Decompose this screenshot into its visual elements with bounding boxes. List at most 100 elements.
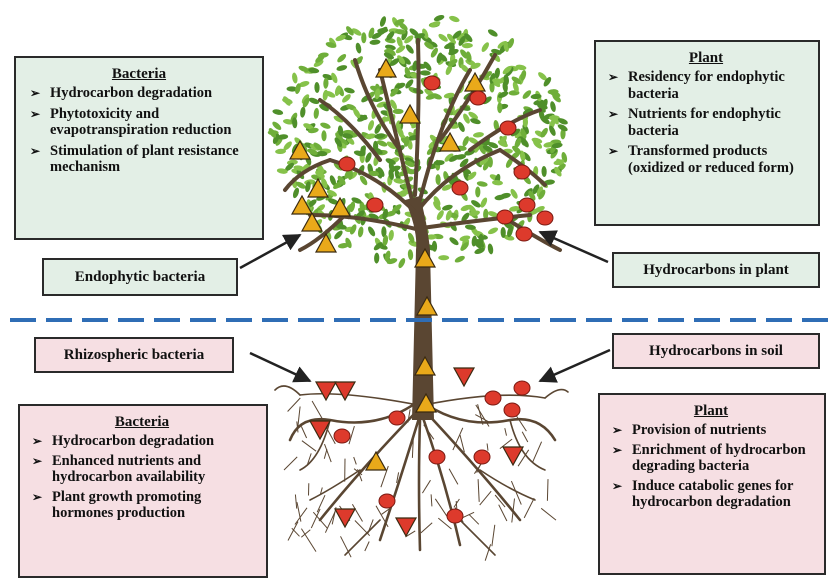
arrow-icon — [250, 353, 310, 381]
list-item: Transformed products (oxidized or reduce… — [604, 143, 808, 176]
circle-marker-icon — [447, 509, 463, 523]
leaf-icon — [374, 253, 380, 264]
root-hair — [541, 508, 556, 520]
list-item: Hydrocarbon degradation — [26, 85, 252, 102]
circle-marker-icon — [497, 210, 513, 224]
leaf-icon — [404, 43, 415, 55]
leaf-icon — [441, 204, 453, 212]
leaf-icon — [300, 106, 307, 118]
root — [545, 390, 568, 398]
root-hair — [352, 504, 362, 521]
root-hair — [469, 514, 479, 524]
leaf-icon — [476, 180, 488, 187]
leaf-icon — [393, 109, 404, 114]
root — [419, 420, 420, 550]
root-hair — [376, 506, 388, 527]
circle-marker-icon — [424, 76, 440, 90]
leaf-icon — [420, 70, 431, 76]
root-hair — [317, 495, 325, 512]
root-hair — [533, 442, 542, 463]
list-item: Provision of nutrients — [608, 422, 814, 439]
root-hair — [499, 505, 507, 521]
root-hair — [505, 428, 507, 435]
bottom-right-list: Provision of nutrients Enrichment of hyd… — [608, 422, 814, 511]
top-left-title: Bacteria — [26, 66, 252, 83]
root-hair — [284, 457, 297, 470]
inverted-triangle-marker-icon — [316, 382, 336, 400]
leaf-icon — [437, 32, 449, 43]
root-hair — [354, 457, 357, 464]
list-item: Residency for endophytic bacteria — [604, 69, 808, 102]
leaf-icon — [291, 72, 298, 84]
bottom-left-list: Hydrocarbon degradation Enhanced nutrien… — [28, 433, 256, 522]
circle-marker-icon — [452, 181, 468, 195]
inverted-triangle-marker-icon — [335, 509, 355, 527]
leaf-icon — [549, 101, 557, 113]
circle-marker-icon — [500, 121, 516, 135]
top-right-plant-box: Plant Residency for endophytic bacteria … — [594, 40, 820, 226]
root-hair — [547, 479, 548, 501]
leaf-icon — [454, 254, 466, 263]
root-hair — [480, 491, 492, 505]
list-item: Stimulation of plant resistance mechanis… — [26, 143, 252, 176]
inverted-triangle-marker-icon — [335, 382, 355, 400]
circle-marker-icon — [429, 450, 445, 464]
leaf-icon — [379, 15, 387, 27]
leaf-icon — [462, 43, 473, 49]
circle-marker-icon — [537, 211, 553, 225]
endophytic-bacteria-label: Endophytic bacteria — [42, 258, 238, 296]
root-hair — [288, 398, 301, 412]
circle-marker-icon — [367, 198, 383, 212]
root-hair — [325, 512, 335, 533]
inverted-triangle-marker-icon — [454, 368, 474, 386]
leaf-icon — [336, 53, 348, 64]
root — [275, 386, 300, 395]
bottom-right-title: Plant — [608, 403, 814, 420]
root-hair — [295, 495, 296, 509]
root-hair — [431, 494, 432, 506]
circle-marker-icon — [474, 450, 490, 464]
leaf-icon — [487, 28, 499, 38]
inverted-triangle-marker-icon — [503, 447, 523, 465]
leaf-icon — [521, 89, 532, 100]
leaf-icon — [461, 135, 470, 147]
circle-marker-icon — [379, 494, 395, 508]
circle-marker-icon — [485, 391, 501, 405]
root — [460, 520, 495, 555]
bottom-right-plant-box: Plant Provision of nutrients Enrichment … — [598, 393, 826, 575]
leaf-icon — [475, 187, 480, 198]
leaf-icon — [355, 42, 362, 54]
leaf-icon — [397, 257, 407, 269]
leaf-icon — [479, 197, 488, 209]
root-hair — [449, 469, 458, 485]
leaf-icon — [357, 226, 364, 238]
root-hair — [292, 528, 300, 536]
circle-marker-icon — [334, 429, 350, 443]
leaf-icon — [336, 64, 348, 72]
leaf-icon — [313, 108, 319, 119]
root-hair — [301, 427, 306, 439]
root-hair — [312, 401, 323, 421]
circle-marker-icon — [519, 198, 535, 212]
leaf-icon — [509, 188, 519, 200]
leaf-icon — [367, 119, 375, 131]
root-hair — [295, 508, 307, 525]
leaf-icon — [319, 121, 331, 130]
leaf-icon — [407, 249, 413, 260]
list-item: Induce catabolic genes for hydrocarbon d… — [608, 478, 814, 511]
leaf-icon — [367, 225, 377, 237]
leaf-icon — [541, 166, 547, 177]
leaf-icon — [492, 180, 503, 186]
root — [345, 520, 380, 555]
circle-marker-icon — [389, 411, 405, 425]
leaf-icon — [272, 108, 284, 115]
circle-marker-icon — [470, 91, 486, 105]
root — [310, 470, 360, 500]
top-left-bacteria-box: Bacteria Hydrocarbon degradation Phytoto… — [14, 56, 264, 240]
top-right-list: Residency for endophytic bacteria Nutrie… — [604, 69, 808, 176]
leaf-icon — [473, 131, 485, 138]
arrow-icon — [540, 350, 610, 381]
root-hair — [487, 444, 488, 451]
circle-marker-icon — [339, 157, 355, 171]
leaf-icon — [321, 130, 326, 141]
